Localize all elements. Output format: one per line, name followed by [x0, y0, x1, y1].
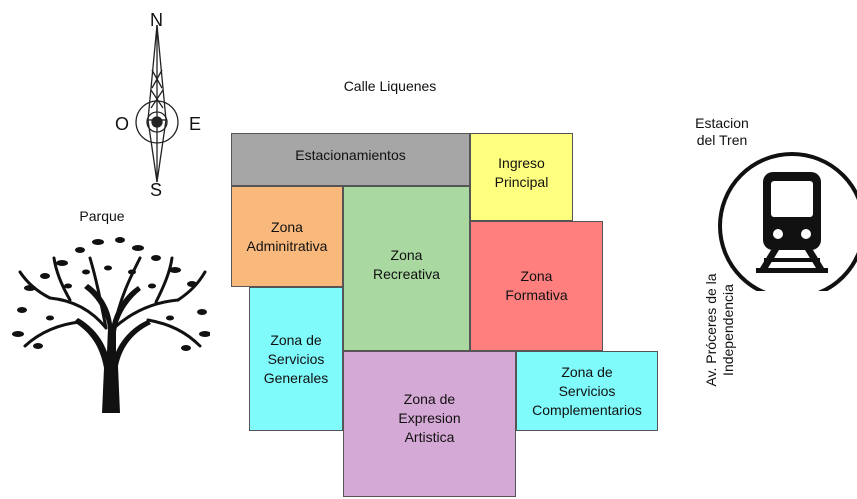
street-label: Calle Liquenes — [343, 78, 437, 94]
zone-general-services-label: Zona de Servicios Generales — [263, 331, 329, 386]
zone-entrance-label: Ingreso Principal — [494, 155, 549, 190]
zone-complementary-services-label: Zona de Servicios Complementarios — [532, 363, 642, 418]
zone-entrance: Ingreso Principal — [470, 133, 573, 221]
station-label: Estacion del Tren — [695, 115, 749, 148]
train-icon — [718, 152, 857, 291]
compass-north-label: N — [150, 10, 163, 30]
zone-parking-label: Estacionamientos — [295, 147, 406, 163]
compass-rose-icon — [135, 24, 179, 183]
zone-formative-label: Zona Formativa — [505, 268, 568, 303]
zone-recreational-label: Zona Recreativa — [373, 246, 440, 282]
zone-complementary-services: Zona de Servicios Complementarios — [516, 351, 658, 431]
zone-administrative: Zona Adminitrativa — [231, 186, 343, 287]
zone-parking: Estacionamientos — [231, 133, 470, 186]
compass-west-label: O — [115, 114, 130, 134]
avenue-label: Av. Próceres de la Independencia — [700, 230, 740, 430]
tree-icon — [12, 237, 210, 413]
compass-rose: N S O E — [110, 10, 210, 200]
zone-artistic-expression-label: Zona de Expresion Artistica — [398, 390, 461, 445]
zone-formative: Zona Formativa — [470, 221, 603, 351]
compass-east-label: E — [189, 114, 202, 134]
zone-administrative-label: Zona Adminitrativa — [246, 218, 328, 254]
zone-artistic-expression: Zona de Expresion Artistica — [343, 351, 516, 497]
park-label: Parque — [79, 208, 125, 224]
zone-general-services: Zona de Servicios Generales — [249, 287, 343, 431]
avenue-label-text: Av. Próceres de la Independencia — [703, 273, 736, 387]
zone-recreational: Zona Recreativa — [343, 186, 470, 351]
compass-south-label: S — [150, 180, 163, 200]
